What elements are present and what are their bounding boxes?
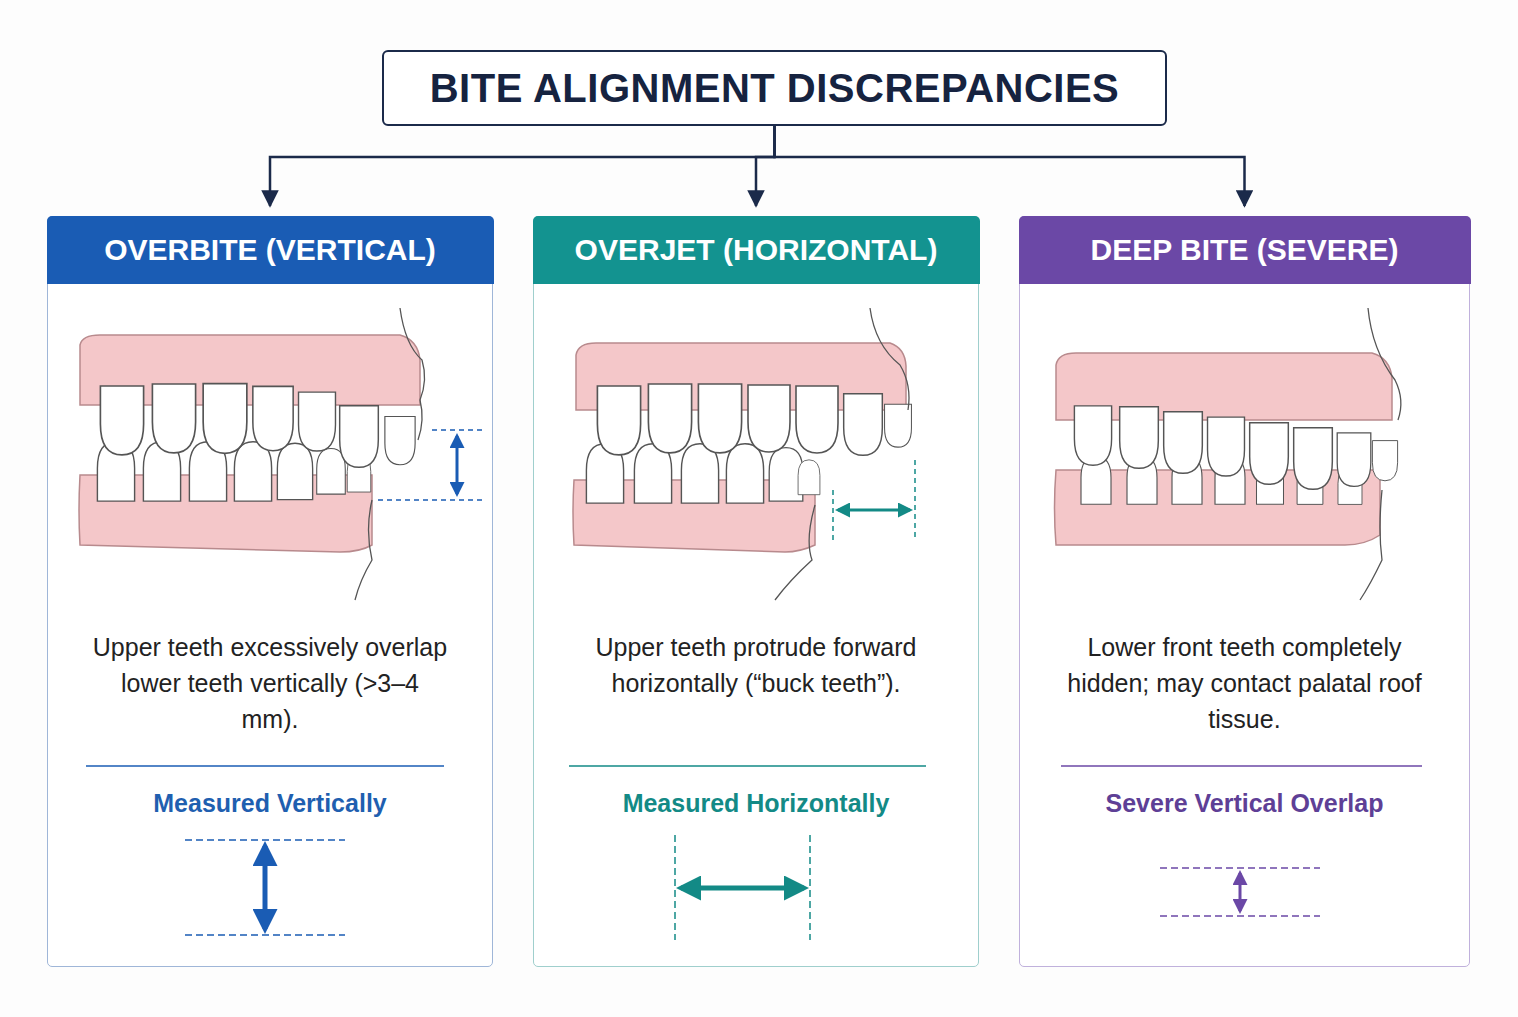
title-text: BITE ALIGNMENT DISCREPANCIES [430,66,1120,111]
measure-label: Measured Horizontally [534,789,978,818]
category-panel: OVERBITE (VERTICAL) Upper teeth excessive… [47,216,493,967]
branch-arrow [756,126,775,206]
measure-label: Severe Vertical Overlap [1020,789,1469,818]
title-box: BITE ALIGNMENT DISCREPANCIES [382,50,1167,126]
branch-arrow [775,126,1245,206]
measure-label: Measured Vertically [48,789,492,818]
overbite-illustration [79,308,482,935]
deep-bite-illustration [1055,308,1423,916]
panel-header: DEEP BITE (SEVERE) [1019,216,1471,284]
branch-arrow [270,126,775,206]
panel-description: Upper teeth excessively overlap lower te… [90,629,450,737]
panel-header: OVERJET (HORIZONTAL) [533,216,980,284]
category-panel: DEEP BITE (SEVERE) Lower front teeth comp… [1019,216,1470,967]
panel-header: OVERBITE (VERTICAL) [47,216,494,284]
panel-description: Lower front teeth completely hidden; may… [1065,629,1425,737]
category-panel: OVERJET (HORIZONTAL) Upper teeth protrude… [533,216,979,967]
overjet-illustration [569,308,926,940]
panel-description: Upper teeth protrude forward horizontall… [576,629,936,701]
